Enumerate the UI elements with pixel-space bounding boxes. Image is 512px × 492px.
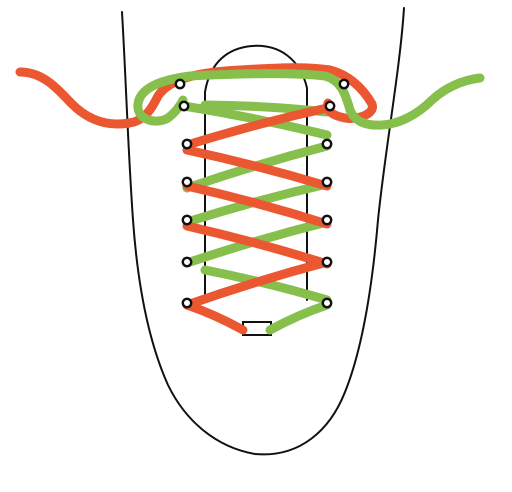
red-lace-segment [182, 103, 332, 150]
eyelet [178, 100, 190, 112]
red-lace-segment [182, 181, 332, 229]
green-lace-segment [265, 300, 332, 335]
eyelet [321, 256, 333, 268]
red-lace-segment [182, 221, 332, 269]
red-lace-segment [182, 257, 332, 310]
red-lace-crossings [182, 103, 332, 335]
red-lace-segment [182, 145, 332, 191]
red-lace-segment [182, 300, 248, 335]
green-lace-segment [179, 101, 332, 140]
eyelet [181, 138, 193, 150]
eyelet [324, 100, 336, 112]
eyelets [174, 78, 350, 309]
eyelet [321, 176, 333, 188]
eyelet [321, 297, 333, 309]
eyelet [338, 78, 350, 90]
eyelet [181, 176, 193, 188]
eyelet [181, 256, 193, 268]
eyelet [181, 214, 193, 226]
eyelet [174, 78, 186, 90]
eyelet [321, 214, 333, 226]
eyelet [321, 138, 333, 150]
eyelet [181, 297, 193, 309]
green-lace-top-loop [133, 69, 485, 130]
shoe-outline [121, 7, 405, 456]
